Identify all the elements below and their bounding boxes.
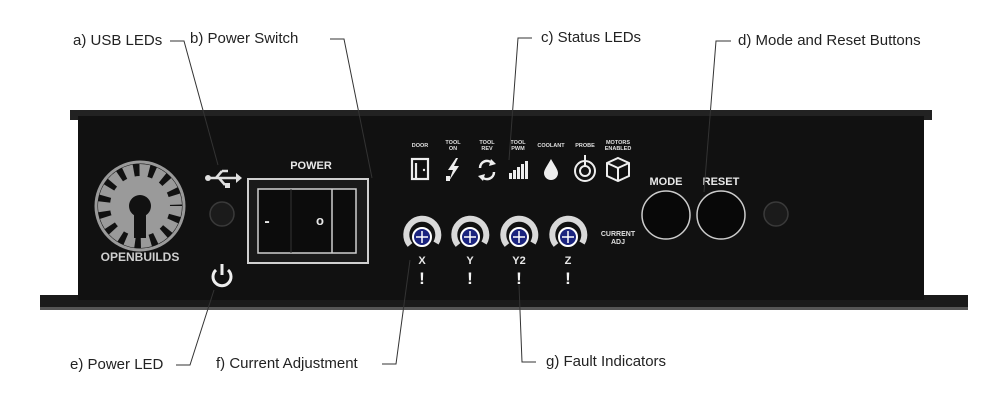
callout-usb-leds: a) USB LEDs <box>73 32 163 49</box>
status-label-coolant: COOLANT <box>537 143 565 149</box>
status-label-door: DOOR <box>412 143 429 149</box>
callout-mode-reset: d) Mode and Reset Buttons <box>738 32 921 49</box>
axis-label-z: Z <box>565 255 572 267</box>
leader-mode-reset <box>703 40 731 193</box>
status-label-motors-2: ENABLED <box>605 146 632 152</box>
mode-label: MODE <box>650 176 683 188</box>
top-lip <box>70 110 932 120</box>
leader-power-led <box>176 289 215 366</box>
lightning-icon <box>446 158 459 181</box>
screw-right <box>763 201 789 227</box>
leader-lines <box>170 37 731 366</box>
axis-label-y: Y <box>466 255 474 267</box>
openbuilds-gear-logo <box>94 160 186 252</box>
fault-indicator-z: ! <box>565 269 571 288</box>
usb-icon <box>205 169 242 188</box>
motor-cube-icon <box>606 156 630 183</box>
callout-power-led: e) Power LED <box>70 356 164 373</box>
axis-label-x: X <box>418 255 426 267</box>
callout-status-leds: c) Status LEDs <box>541 29 642 46</box>
current-adj-label-2: ADJ <box>611 239 625 246</box>
power-label: POWER <box>290 160 332 172</box>
callout-current-adjustment: f) Current Adjustment <box>216 355 358 372</box>
current-knob-z[interactable] <box>549 215 588 247</box>
status-label-tool-rev-2: REV <box>481 146 493 152</box>
leader-status <box>508 37 532 161</box>
current-knob-y2[interactable] <box>500 215 539 247</box>
current-knob-y[interactable] <box>451 215 490 247</box>
reverse-arrows-icon <box>478 159 496 181</box>
enclosure-body <box>78 116 924 300</box>
fault-indicator-x: ! <box>419 269 425 288</box>
fault-indicator-y2: ! <box>516 269 522 288</box>
logo-text: OPENBUILDS <box>101 250 180 264</box>
power-led-icon <box>211 264 233 288</box>
status-label-motors-1: MOTORS <box>606 140 630 146</box>
status-label-probe: PROBE <box>575 143 595 149</box>
status-label-tool-pwm-2: PWM <box>511 146 525 152</box>
leader-fault <box>518 284 536 363</box>
reset-button[interactable] <box>696 190 746 240</box>
callout-fault-indicators: g) Fault Indicators <box>546 353 667 370</box>
callout-power-switch: b) Power Switch <box>190 30 299 47</box>
reset-label: RESET <box>703 176 740 188</box>
switch-on-symbol: o <box>316 213 324 228</box>
power-switch[interactable] <box>247 178 369 264</box>
status-label-tool-pwm-1: TOOL <box>510 140 526 146</box>
leader-power-switch <box>330 38 373 179</box>
leader-current <box>382 259 411 365</box>
signal-bars-icon <box>509 161 528 179</box>
mode-button[interactable] <box>641 190 691 240</box>
fault-indicator-y: ! <box>467 269 473 288</box>
current-knob-x[interactable] <box>403 215 442 247</box>
status-label-tool-rev-1: TOOL <box>479 140 495 146</box>
screw-left <box>209 201 235 227</box>
droplet-icon <box>544 159 558 180</box>
current-adj-label-1: CURRENT <box>601 231 636 238</box>
door-icon <box>410 157 430 181</box>
bottom-flange-shadow <box>40 307 968 310</box>
switch-off-symbol: - <box>264 213 269 230</box>
leader-usb <box>170 40 219 166</box>
axis-label-y2: Y2 <box>512 255 525 267</box>
status-label-tool-on-2: ON <box>449 146 457 152</box>
status-label-tool-on-1: TOOL <box>445 140 461 146</box>
probe-icon <box>574 155 596 182</box>
